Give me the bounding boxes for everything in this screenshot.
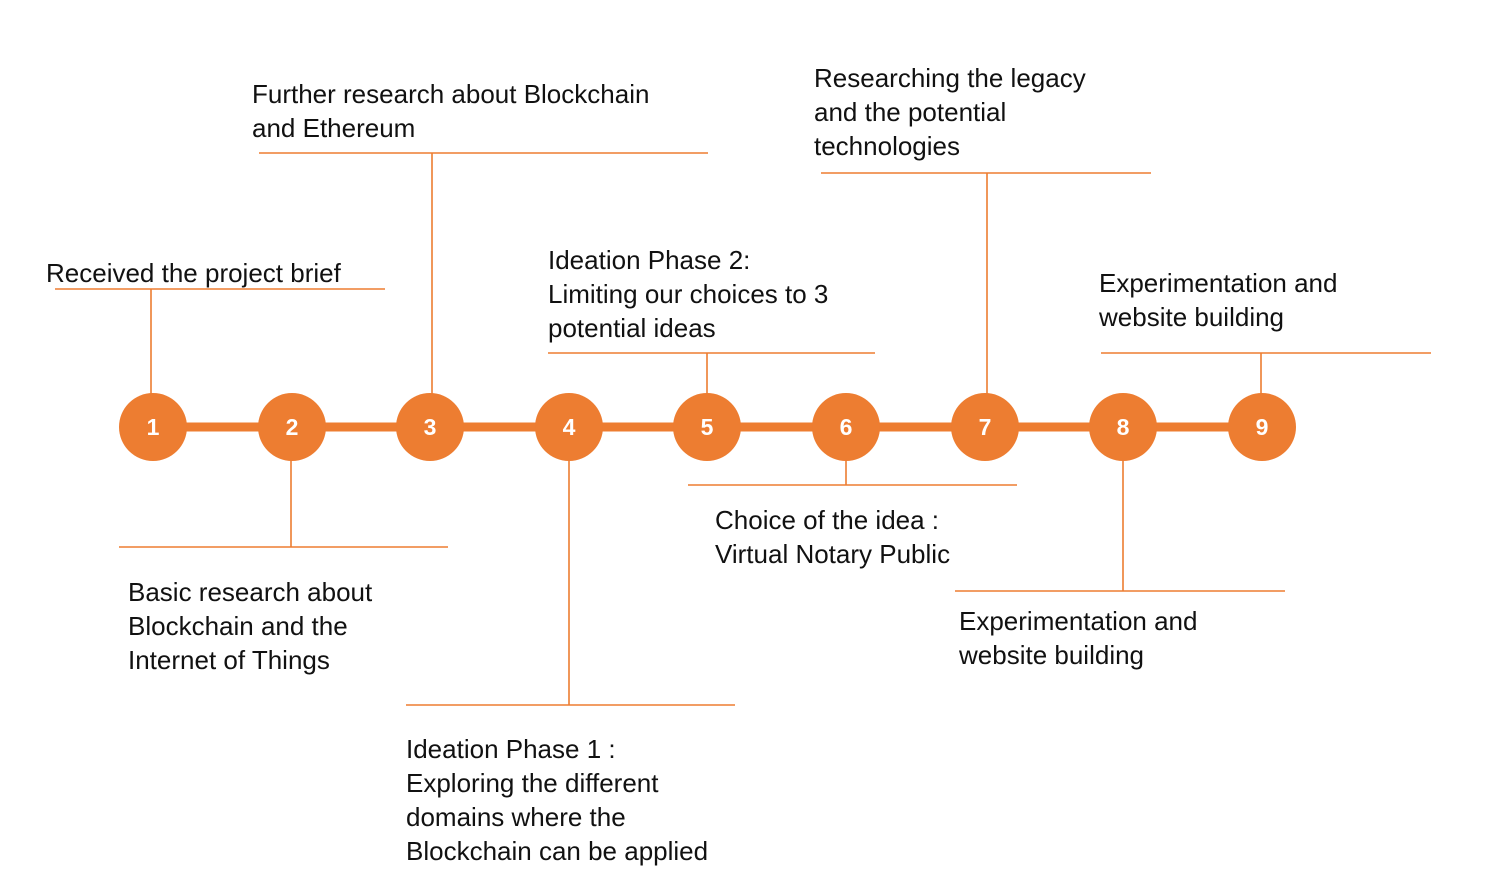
step-label-1: Received the project brief [46, 258, 341, 288]
step-number-6: 6 [840, 414, 853, 440]
step-node-8 [1089, 393, 1157, 461]
step-node-4 [535, 393, 603, 461]
step-label-6: Choice of the idea :Virtual Notary Publi… [715, 505, 951, 569]
step-node-7 [951, 393, 1019, 461]
step-nodes: 1 2 3 4 5 6 7 8 9 [119, 393, 1296, 461]
step-number-3: 3 [424, 414, 437, 440]
step-number-2: 2 [286, 414, 299, 440]
step-number-7: 7 [979, 414, 992, 440]
step-node-6 [812, 393, 880, 461]
step-number-9: 9 [1256, 414, 1269, 440]
step-node-5 [673, 393, 741, 461]
step-number-5: 5 [701, 414, 714, 440]
connectors [55, 152, 1431, 706]
step-number-4: 4 [563, 414, 576, 440]
step-label-5: Ideation Phase 2:Limiting our choices to… [548, 245, 829, 343]
step-node-3 [396, 393, 464, 461]
step-node-2 [258, 393, 326, 461]
step-number-8: 8 [1117, 414, 1130, 440]
step-label-4: Ideation Phase 1 :Exploring the differen… [406, 734, 709, 866]
step-node-1 [119, 393, 187, 461]
step-node-9 [1228, 393, 1296, 461]
step-number-1: 1 [147, 414, 160, 440]
